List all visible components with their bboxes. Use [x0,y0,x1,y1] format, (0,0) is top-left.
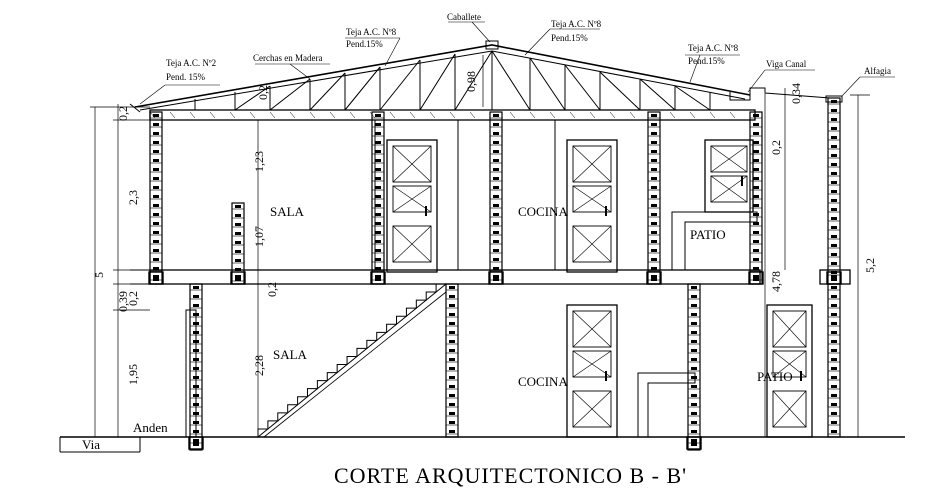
via-label: Via [82,437,100,452]
room-patio-upper: PATIO [690,227,726,242]
door-handle [605,371,607,381]
door [566,139,618,273]
ridge-cap [485,40,499,50]
roof-tile-hatching [149,111,736,119]
column-node [488,271,504,285]
dim-left-0-2-mid: 0,2 [126,291,140,306]
dim-left-5: 5 [92,272,106,278]
masonry-column [827,97,841,285]
column-node [370,271,386,285]
half-wall-upper [231,202,245,271]
masonry-column [749,111,763,285]
room-cocina-lower: COCINA [518,374,568,389]
door-handle [425,206,427,216]
roof-outline-top [134,44,751,108]
teja-left-label: Teja A.C. Nº2 [166,58,216,68]
door [386,139,438,273]
room-cocina-upper: COCINA [518,204,568,219]
dimension-lines [90,55,870,438]
roof-outline-inner [139,50,746,111]
column-node [646,271,662,285]
dim-left-0-2-top: 0,2 [116,106,130,121]
leader-lines [139,21,895,105]
dim-left-2-3: 2,3 [126,190,140,205]
roof [129,40,843,121]
ground-labels: Anden Via [82,420,168,452]
dim-left-1-95: 1,95 [126,364,140,385]
room-sala-upper: SALA [270,204,305,219]
room-labels: SALA COCINA PATIO SALA COCINA PATIO [270,204,793,389]
slabs [59,269,905,453]
pend-right-top-label: Pend.15% [551,33,588,43]
teja-right-top-label: Teja A.C. Nº8 [551,19,602,29]
pend-left-label: Pend. 15% [166,72,206,82]
staircase [257,283,447,438]
column-node [686,436,702,450]
door-handle [800,371,802,381]
column-node [230,271,246,285]
dim-right-4-78: 4,78 [769,271,783,292]
kitchen-counter-lower [637,372,696,437]
dim-inner-1-23: 1,23 [252,151,266,172]
masonry-column [445,283,459,438]
patio-counter-upper [671,211,758,270]
dim-left-0-39: 0,39 [116,291,130,312]
cerchas-label: Cerchas en Madera [253,53,322,63]
masonry-column [687,283,701,451]
door [566,304,618,438]
left-eave [129,103,141,113]
dim-right-0-2: 0,2 [769,140,783,155]
alfagia-label: Alfagia [864,66,891,76]
door [704,139,754,213]
viga-canal-label: Viga Canal [766,59,807,69]
roof-annotations: Caballete Teja A.C. Nº8 Pend.15% Teja A.… [166,12,891,82]
room-sala-lower: SALA [273,347,308,362]
masonry-column [647,111,661,285]
stair-stringer [257,283,447,438]
anden-label: Anden [133,420,168,435]
dim-inner-0-2-top: 0,2 [256,85,270,100]
door-handle [741,176,743,186]
column-node [826,271,842,285]
dimension-texts: 0,2 2,3 5 0,39 0,2 1,95 0,2 1,23 1,07 0,… [92,71,877,385]
dim-ridge-0-98: 0,98 [464,71,478,92]
masonry-column [489,111,503,285]
teja-right-label: Teja A.C. Nº8 [688,43,739,53]
roof-truss [194,50,711,111]
walls-misc [185,120,758,438]
right-roof-edge [764,92,831,99]
door-handle [605,206,607,216]
masonry-column [827,283,841,438]
door [766,304,813,438]
room-patio-lower: PATIO [757,369,793,384]
masonry-column [371,111,385,285]
caballete-label: Caballete [447,12,481,22]
teja-left-top-label: Teja A.C. Nº8 [346,27,397,37]
lower-left-wall [185,309,197,438]
dim-inner-0-2-mid: 0,2 [265,282,279,297]
columns [148,97,842,451]
stair-steps [257,283,446,437]
dim-right-0-34: 0,34 [789,83,803,104]
stair-handrail [263,291,447,438]
column-node [748,271,764,285]
column-node [148,271,164,285]
dim-right-5-2: 5,2 [863,258,877,273]
dim-inner-2-28: 2,28 [252,355,266,376]
pend-right-label: Pend.15% [688,56,725,66]
drawing-title: CORTE ARQUITECTONICO B - B' [334,463,687,488]
pend-left-top-label: Pend.15% [346,39,383,49]
masonry-column [149,111,163,285]
dim-inner-1-07: 1,07 [252,226,266,247]
